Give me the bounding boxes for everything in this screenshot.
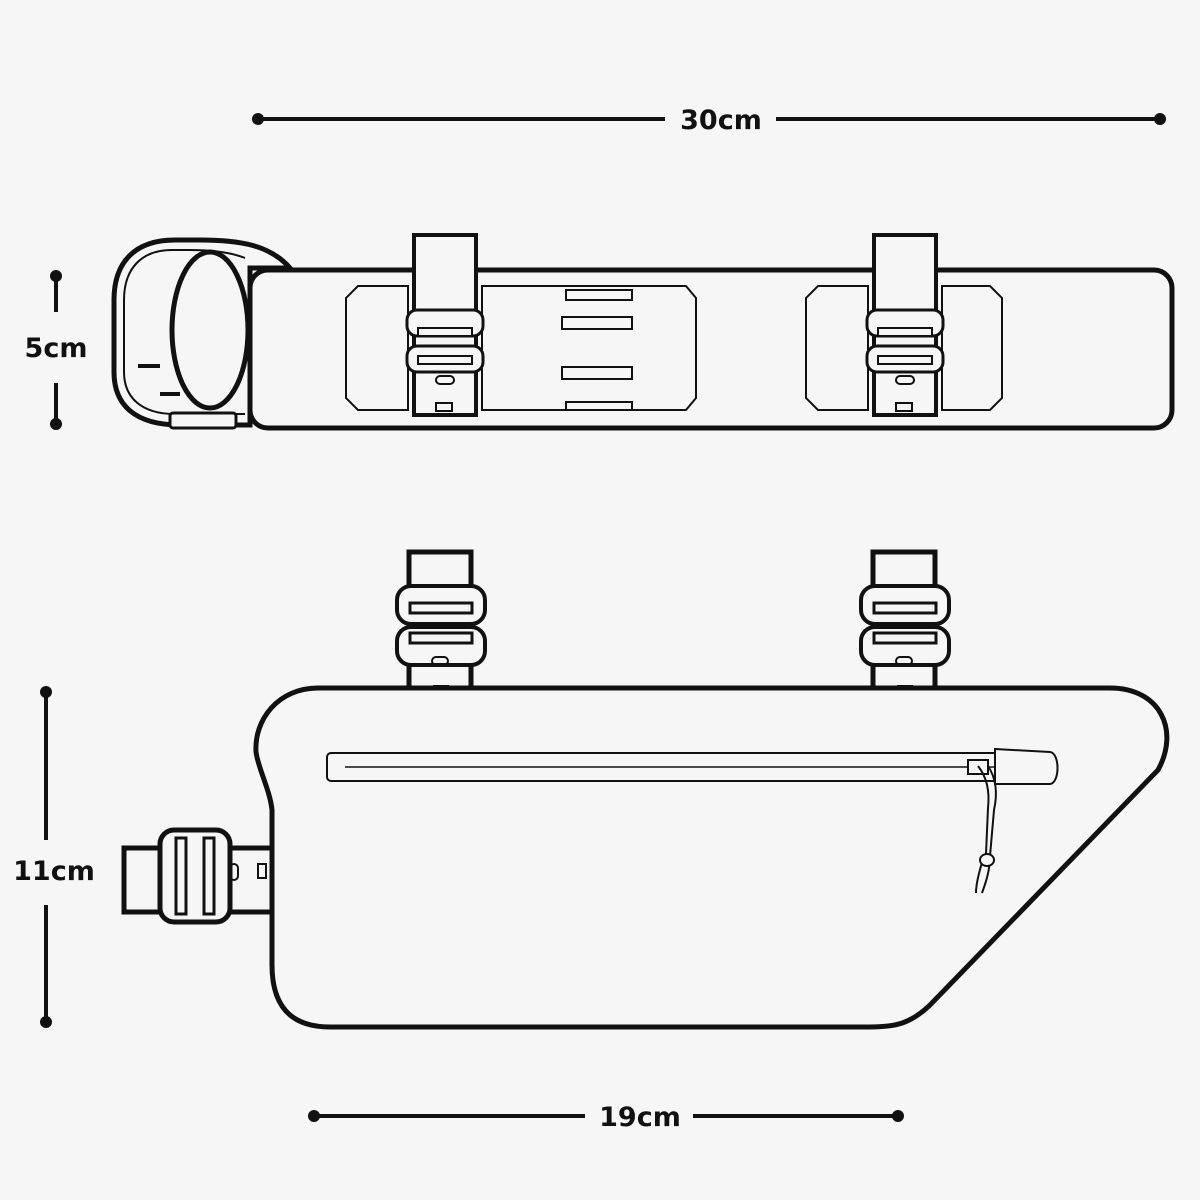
top-right-strap-panel	[805, 233, 1003, 417]
bag-side-view	[121, 549, 1170, 1030]
top-left-strap-panel	[345, 233, 697, 417]
dimension-label-19cm: 19cm	[599, 1102, 681, 1133]
dimension-height-side: 11cm	[13, 686, 95, 1028]
side-bag-body	[253, 685, 1170, 1030]
bag-top-view	[111, 233, 1175, 431]
dimension-label-30cm: 30cm	[680, 105, 762, 136]
zipper	[326, 747, 1059, 894]
side-rear-strap	[121, 827, 275, 925]
dimension-label-5cm: 5cm	[25, 333, 88, 364]
dimension-height-top: 5cm	[25, 270, 88, 430]
dimension-label-11cm: 11cm	[13, 856, 95, 887]
side-left-strap	[395, 549, 487, 705]
side-right-strap	[859, 549, 951, 705]
dimension-width-bottom: 19cm	[308, 1102, 904, 1133]
dimension-width-top: 30cm	[252, 105, 1166, 136]
